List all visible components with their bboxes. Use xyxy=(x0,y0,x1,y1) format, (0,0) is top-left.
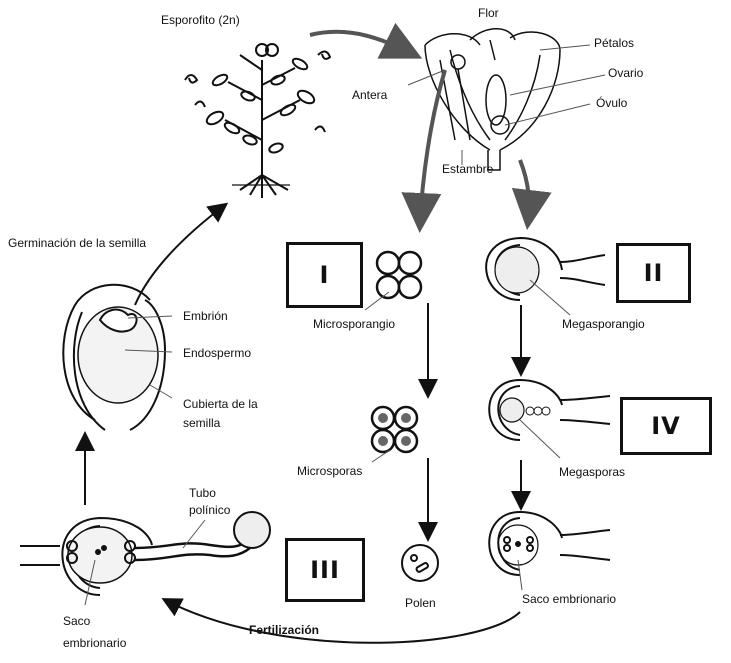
label-saco-left-2: embrionario xyxy=(63,636,126,651)
pollen-grain-drawing xyxy=(402,545,438,581)
flower-drawing xyxy=(425,29,560,170)
label-microsporangio: Microsporangio xyxy=(313,317,395,332)
label-tubo-2: polínico xyxy=(189,503,230,518)
label-estambre: Estambre xyxy=(442,162,493,177)
label-saco-right: Saco embrionario xyxy=(522,592,616,607)
box-III: III xyxy=(285,538,365,602)
box-IV: IV xyxy=(620,397,712,455)
label-saco-left-1: Saco xyxy=(63,614,90,629)
seed-drawing xyxy=(63,285,165,430)
label-cubierta-1: Cubierta de la xyxy=(183,397,258,412)
embryo-sac-left-drawing xyxy=(20,512,270,595)
label-flor: Flor xyxy=(478,6,499,21)
label-antera: Antera xyxy=(352,88,387,103)
sporophyte-plant-drawing xyxy=(185,44,330,198)
label-fertilizacion: Fertilización xyxy=(249,623,319,638)
label-endospermo: Endospermo xyxy=(183,346,251,361)
box-II-text: II xyxy=(644,259,664,287)
box-IV-text: IV xyxy=(651,412,681,440)
label-megasporangio: Megasporangio xyxy=(562,317,645,332)
label-polen: Polen xyxy=(405,596,436,611)
box-I-text: I xyxy=(320,261,330,289)
megasporangium-drawing xyxy=(486,238,605,300)
label-tubo-1: Tubo xyxy=(189,486,216,501)
box-I: I xyxy=(286,242,363,308)
embryo-sac-right-drawing xyxy=(489,512,610,575)
label-microsporas: Microsporas xyxy=(297,464,362,479)
megaspores-drawing xyxy=(489,380,610,440)
grey-arrows xyxy=(310,32,529,225)
label-germinacion: Germinación de la semilla xyxy=(8,236,146,251)
box-II: II xyxy=(616,243,691,303)
microspores-drawing xyxy=(372,407,417,452)
label-esporofito: Esporofito (2n) xyxy=(161,13,240,28)
label-petalos: Pétalos xyxy=(594,36,634,51)
microsporangium-drawing xyxy=(377,252,421,298)
label-ovario: Ovario xyxy=(608,66,643,81)
label-ovulo: Óvulo xyxy=(596,96,627,111)
label-megasporas: Megasporas xyxy=(559,465,625,480)
label-embrion: Embrión xyxy=(183,309,228,324)
box-III-text: III xyxy=(310,556,340,584)
label-cubierta-2: semilla xyxy=(183,416,220,431)
